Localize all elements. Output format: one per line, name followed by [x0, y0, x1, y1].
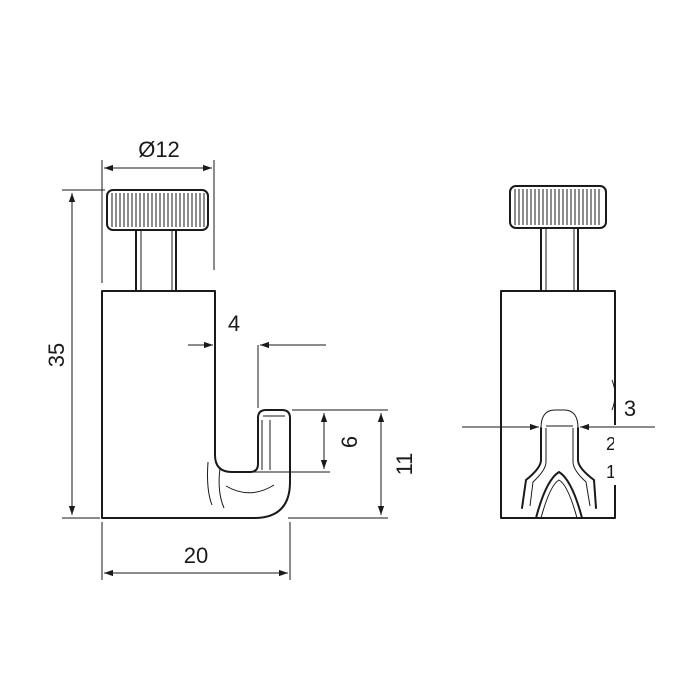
body-front	[500, 290, 616, 519]
screw-shaft	[135, 229, 177, 292]
overall-height-label: 35	[44, 343, 69, 367]
hook-height-dimension: 11	[288, 409, 417, 519]
hook-opening-dimension: 6	[252, 409, 362, 473]
edge-marks: 2 1	[606, 379, 634, 485]
hook-offset-dimension: 4	[188, 311, 326, 408]
overall-height-dimension: 35	[44, 189, 105, 519]
side-mark-1: 1	[606, 462, 616, 482]
slot-width-dimension: 3	[462, 396, 655, 431]
slot-detail	[521, 409, 597, 519]
side-view: Ø12 35 20 4 6	[44, 137, 417, 580]
base-width-label: 20	[184, 543, 208, 568]
hook-body	[101, 290, 291, 519]
knurled-knob	[106, 189, 209, 231]
screw-shaft-front	[540, 227, 579, 292]
diameter-dimension: Ø12	[101, 137, 215, 283]
slot-width-label: 3	[624, 396, 636, 421]
hook-opening-label: 6	[337, 436, 362, 448]
hook-height-label: 11	[392, 453, 417, 476]
base-width-dimension: 20	[101, 522, 291, 580]
diameter-label: Ø12	[138, 137, 180, 162]
hook-offset-label: 4	[228, 311, 240, 336]
side-mark-2: 2	[606, 434, 616, 454]
knurled-knob-front	[509, 185, 607, 229]
hook-shading	[207, 415, 285, 509]
front-view: 2 1 3	[462, 185, 655, 519]
